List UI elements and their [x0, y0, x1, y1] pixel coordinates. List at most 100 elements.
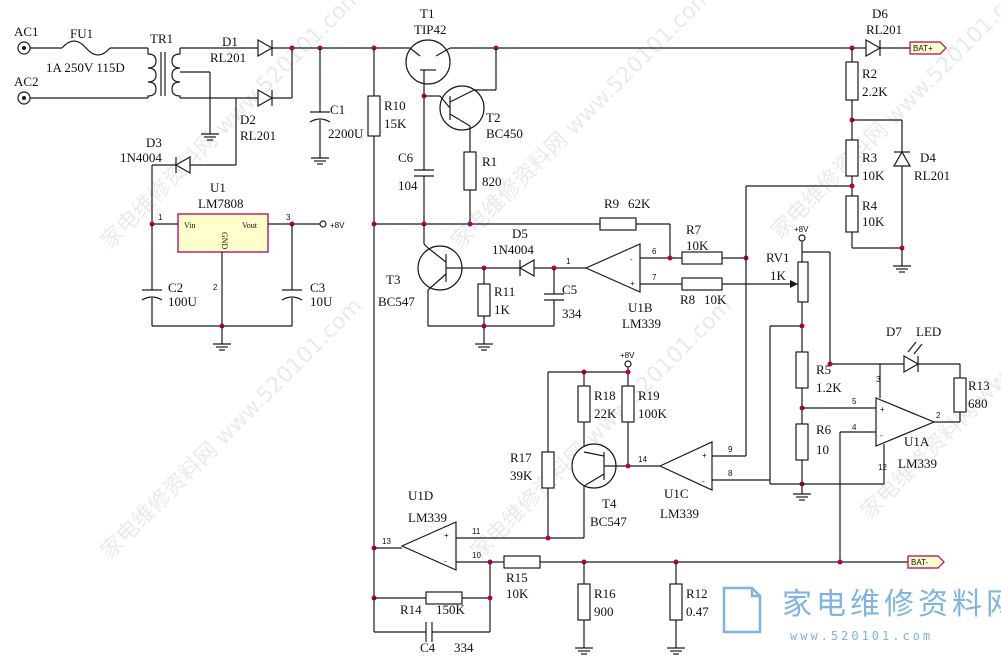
resistor-r3: R3 10K: [845, 139, 885, 196]
svg-text:R10: R10: [384, 98, 406, 113]
svg-text:900: 900: [594, 604, 614, 619]
resistor-r12: R12 0.47: [666, 562, 709, 655]
svg-text:4: 4: [852, 423, 857, 432]
svg-text:3: 3: [876, 375, 881, 384]
potentiometer-rv1: +8V RV1 1K: [766, 225, 831, 364]
resistor-r7: R7 10K: [681, 222, 746, 265]
diode-d5: D5 1N4004: [492, 226, 586, 278]
capacitor-c4: C4 334: [373, 598, 490, 655]
svg-text:T4: T4: [602, 496, 617, 511]
site-logo: 家电维修资料网 www.520101.com: [722, 586, 1001, 643]
svg-text:FU1: FU1: [70, 26, 93, 41]
diode-d4: D4 RL201: [892, 120, 950, 248]
bat-neg-terminal: BAT-: [907, 555, 945, 569]
svg-text:+: +: [630, 279, 635, 288]
svg-text:10: 10: [816, 442, 829, 457]
svg-text:家电维修资料网 www.520101.com: 家电维修资料网 www.520101.com: [97, 293, 368, 564]
svg-text:2.2K: 2.2K: [862, 84, 888, 99]
svg-text:3: 3: [286, 213, 291, 222]
svg-text:C3: C3: [310, 280, 325, 295]
svg-text:R13: R13: [968, 378, 990, 393]
svg-text:22K: 22K: [594, 406, 617, 421]
svg-text:GND: GND: [220, 232, 229, 250]
capacitor-c6: C6 104: [398, 150, 434, 224]
svg-text:+8V: +8V: [620, 351, 635, 360]
svg-text:+: +: [444, 531, 449, 540]
svg-text:R7: R7: [686, 222, 702, 237]
svg-text:1: 1: [158, 213, 163, 222]
comparator-u1b: - + 6 7 1 U1B LM339: [566, 243, 682, 331]
bat-pos-terminal: BAT+: [909, 41, 947, 55]
svg-text:R17: R17: [510, 450, 532, 465]
resistor-r2: R2 2.2K: [845, 48, 888, 140]
svg-text:11: 11: [472, 527, 481, 536]
svg-text:12: 12: [878, 463, 887, 472]
svg-text:820: 820: [482, 174, 502, 189]
svg-text:6: 6: [652, 247, 657, 256]
svg-text:7: 7: [652, 273, 657, 282]
svg-text:R6: R6: [816, 422, 832, 437]
svg-text:T1: T1: [420, 6, 434, 21]
svg-text:C1: C1: [330, 102, 345, 117]
svg-text:T3: T3: [386, 272, 400, 287]
svg-text:RL201: RL201: [240, 128, 276, 143]
svg-text:R11: R11: [494, 284, 515, 299]
svg-text:1N4004: 1N4004: [120, 150, 162, 165]
svg-text:RV1: RV1: [766, 250, 790, 265]
resistor-r5: R5 1.2K: [795, 351, 842, 424]
resistor-r8: R8 10K: [680, 277, 798, 307]
resistor-r11: R11 1K: [477, 268, 515, 326]
svg-text:BC450: BC450: [486, 126, 523, 141]
capacitor-c1: C1 2200U: [309, 48, 364, 165]
svg-text:R4: R4: [862, 198, 878, 213]
svg-text:C4: C4: [420, 640, 436, 655]
resistor-r6: R6 10: [795, 422, 832, 486]
svg-text:13: 13: [382, 537, 391, 546]
svg-text:C5: C5: [562, 282, 577, 297]
svg-text:2: 2: [936, 411, 941, 420]
svg-text:家电维修资料网: 家电维修资料网: [782, 587, 1001, 622]
ac1-label: AC1: [14, 24, 39, 39]
svg-text:BAT+: BAT+: [913, 44, 933, 53]
svg-text:2200U: 2200U: [328, 126, 364, 141]
svg-text:D7: D7: [886, 324, 902, 339]
svg-text:R15: R15: [506, 570, 528, 585]
svg-text:+: +: [702, 451, 707, 460]
comparator-u1a: + - 3 5 4 2 12 U1A LM339: [770, 363, 960, 560]
svg-text:680: 680: [968, 396, 988, 411]
svg-text:10K: 10K: [686, 238, 709, 253]
svg-text:10K: 10K: [704, 292, 727, 307]
svg-text:R1: R1: [482, 154, 497, 169]
svg-text:+: +: [880, 405, 885, 414]
svg-text:100U: 100U: [168, 294, 198, 309]
fuse-fu1: [61, 40, 111, 56]
svg-text:334: 334: [454, 640, 474, 655]
svg-text:U1: U1: [210, 180, 226, 195]
svg-text:-: -: [880, 431, 883, 440]
svg-text:5: 5: [852, 397, 857, 406]
regulator-u1: Vin Vout GND U1 LM7808 +8V 1 3 2 C2 100U…: [141, 180, 345, 351]
svg-text:R19: R19: [638, 388, 660, 403]
resistor-r15: R15 10K: [503, 555, 908, 601]
svg-text:U1C: U1C: [664, 486, 689, 501]
svg-text:TR1: TR1: [150, 31, 173, 46]
svg-text:334: 334: [562, 306, 582, 321]
svg-text:BAT-: BAT-: [911, 558, 929, 567]
svg-text:R8: R8: [680, 292, 695, 307]
svg-text:R14: R14: [400, 602, 422, 617]
comparator-u1d: + - 11 10 13 U1D LM339: [374, 488, 584, 571]
svg-text:1K: 1K: [770, 268, 787, 283]
capacitor-c5: C5 334: [544, 268, 582, 326]
svg-text:www.520101.com: www.520101.com: [790, 629, 933, 643]
svg-text:1N4004: 1N4004: [492, 242, 534, 257]
svg-text:R2: R2: [862, 66, 877, 81]
svg-text:D3: D3: [146, 135, 162, 150]
svg-text:10K: 10K: [862, 168, 885, 183]
svg-text:C6: C6: [398, 150, 414, 165]
resistor-r1: R1 820: [463, 151, 502, 224]
svg-text:LED: LED: [916, 324, 941, 339]
transistor-t3: T3 BC547: [378, 224, 520, 326]
svg-text:+8V: +8V: [330, 221, 345, 230]
resistor-r13: R13 680: [953, 364, 990, 422]
svg-text:10K: 10K: [506, 586, 529, 601]
